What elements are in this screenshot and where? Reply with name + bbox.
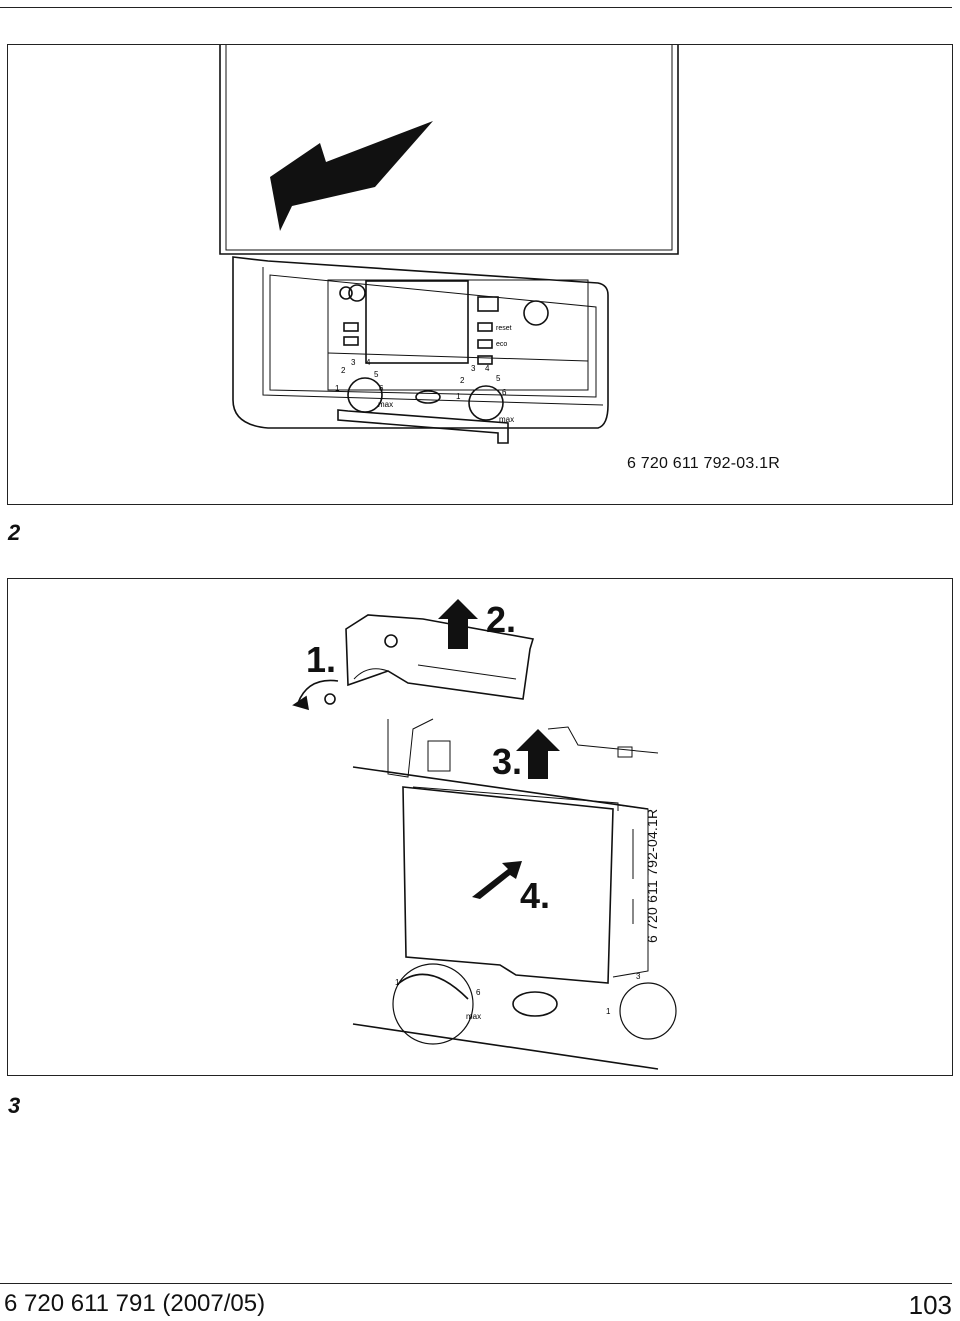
pull-arrow: [270, 121, 433, 231]
right-dial-tick: 2: [460, 376, 465, 385]
right-dial-tick: 4: [485, 364, 490, 373]
left-dial-tick: 4: [366, 358, 371, 367]
reset-button-label: reset: [496, 325, 512, 332]
dial-max-label: max: [466, 1012, 481, 1021]
left-dial-tick: 5: [374, 370, 379, 379]
right-dial-max-label: max: [499, 415, 514, 424]
step-1-label: 1.: [306, 639, 337, 680]
figure-2-number: 2: [8, 520, 21, 545]
step-4-label: 4.: [520, 875, 551, 916]
left-dial-tick: 2: [341, 366, 346, 375]
right-dial-tick: 3: [471, 364, 476, 373]
top-rule: [0, 7, 952, 8]
footer-rule: [0, 1283, 952, 1284]
eco-button-label: eco: [496, 341, 507, 348]
left-dial-tick: 6: [379, 384, 384, 393]
step-3-arrow: [516, 729, 560, 779]
left-dial-tick: 1: [335, 384, 340, 393]
figure-3-cover-removal: 1 6 3 1 max 1. 2. 3. 4. 6 720 611 792-04.1R: [7, 578, 953, 1076]
page-number: 103: [908, 1290, 952, 1320]
dial-tick: 6: [476, 988, 481, 997]
step-2-label: 2.: [486, 599, 517, 640]
left-dial-tick: 3: [351, 358, 356, 367]
figure-2-code: 6 720 611 792-03.1R: [627, 455, 780, 472]
left-dial-max-label: max: [378, 400, 393, 409]
footer-document-number: 6 720 611 791 (2007/05): [4, 1290, 266, 1317]
dial-tick: 1: [606, 1007, 611, 1016]
step-3-label: 3.: [492, 741, 523, 782]
step-4-arrow: [472, 861, 522, 899]
step-2-arrow: [438, 599, 478, 649]
right-dial-tick: 1: [456, 392, 461, 401]
dial-tick: 1: [395, 978, 400, 987]
right-dial-tick: 5: [496, 374, 501, 383]
figure-3-number: 3: [8, 1093, 21, 1118]
dial-tick: 3: [636, 972, 641, 981]
figure-3-code: 6 720 611 792-04.1R: [644, 808, 660, 943]
cover-removal-illustration: 1 6 3 1 max: [292, 599, 677, 1070]
right-dial-tick: 6: [502, 388, 507, 397]
